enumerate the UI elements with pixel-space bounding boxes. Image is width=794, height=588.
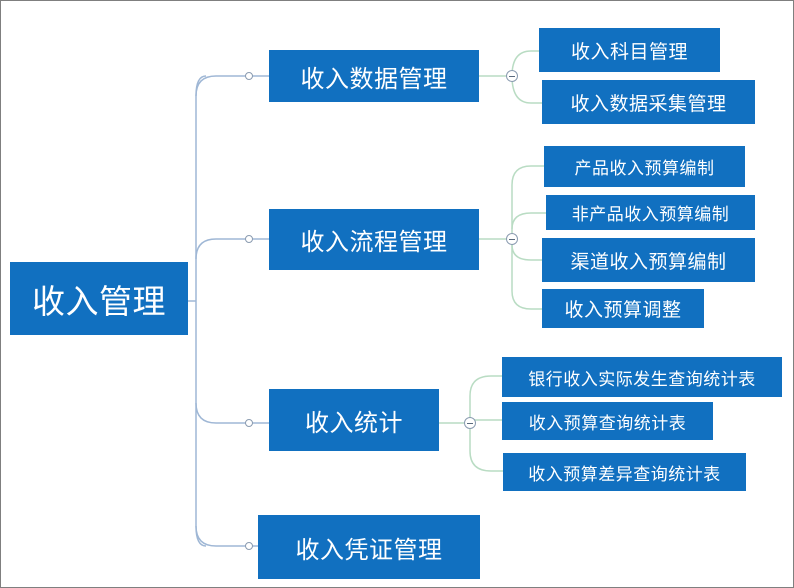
subtopic-income-account-mgmt[interactable]: 收入科目管理	[539, 28, 720, 72]
subtopic-channel-income-budget[interactable]: 渠道收入预算编制	[542, 238, 755, 282]
branch-topic-income-process[interactable]: 收入流程管理	[269, 209, 479, 270]
branch-1-connector-dot	[245, 72, 253, 80]
subtopic-income-budget-adjustment[interactable]: 收入预算调整	[542, 289, 704, 328]
branch-topic-income-voucher[interactable]: 收入凭证管理	[258, 515, 480, 579]
link-root-to-branch-4	[195, 525, 258, 547]
subtopic-income-budget-query-report[interactable]: 收入预算查询统计表	[502, 402, 713, 440]
subtopic-product-income-budget[interactable]: 产品收入预算编制	[544, 146, 745, 187]
link-root-to-branch-2	[195, 238, 269, 260]
branch-3-connector-dot	[245, 419, 253, 427]
branch-topic-income-data[interactable]: 收入数据管理	[269, 50, 479, 102]
subtopic-non-product-income-budget[interactable]: 非产品收入预算编制	[546, 195, 755, 230]
branch-2-connector-dot	[245, 235, 253, 243]
collapse-toggle-branch-2[interactable]	[506, 233, 518, 245]
collapse-toggle-branch-1[interactable]	[506, 70, 518, 82]
link-root-to-branch-3	[195, 402, 269, 424]
subtopic-income-data-collection[interactable]: 收入数据采集管理	[542, 80, 755, 124]
subtopic-bank-actual-income-report[interactable]: 银行收入实际发生查询统计表	[502, 357, 782, 397]
root-topic[interactable]: 收入管理	[10, 262, 188, 335]
subtopic-income-budget-variance-report[interactable]: 收入预算差异查询统计表	[503, 453, 746, 491]
link-branch-2-child-3	[511, 244, 542, 261]
link-branch-2-child-2	[511, 212, 546, 230]
branch-4-connector-dot	[245, 542, 253, 550]
branch-topic-income-statistics[interactable]: 收入统计	[269, 389, 439, 451]
link-root-to-branch-1	[195, 75, 269, 97]
collapse-toggle-branch-3[interactable]	[464, 417, 476, 429]
link-branch-1-child-2	[511, 75, 542, 104]
root-trunk-line	[187, 75, 207, 547]
